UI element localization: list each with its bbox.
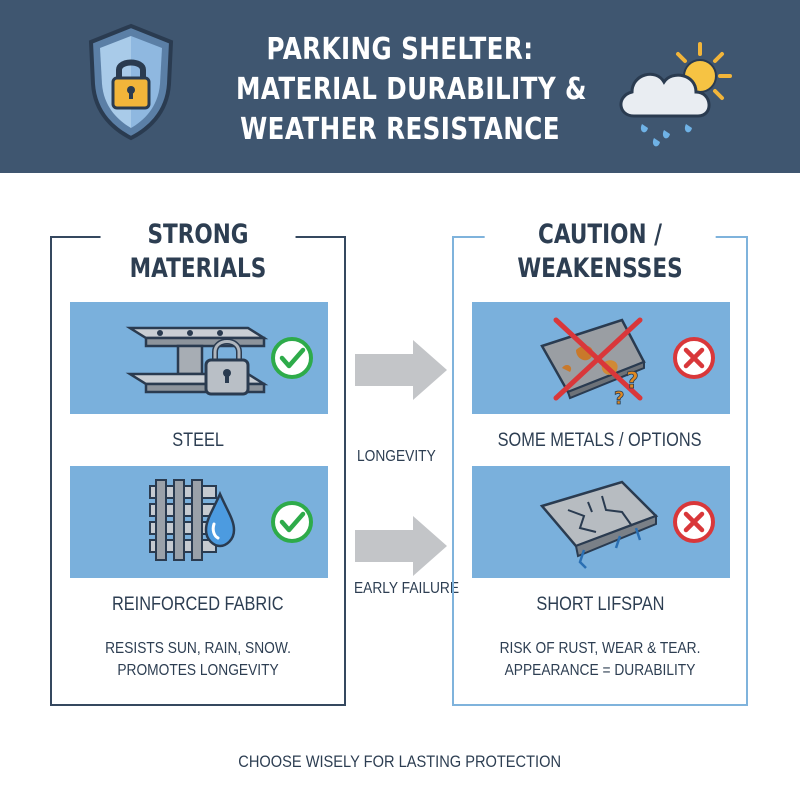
early-failure-label: EARLY FAILURE [354, 580, 460, 597]
caution-title-line-2: WEAKENSSES [517, 253, 683, 284]
lifespan-label: SHORT LIFSPAN [535, 594, 665, 615]
check-circle-icon [271, 337, 313, 379]
steel-card [70, 302, 328, 414]
x-circle-icon [673, 337, 715, 379]
rusted-metal-crossed-icon: ? ? [540, 317, 646, 409]
strong-panel-title: STRONG MATERIALS [100, 218, 296, 286]
steel-label: STEEL [172, 430, 224, 451]
cloud-sun-rain-icon [619, 42, 732, 147]
svg-text:?: ? [614, 388, 624, 409]
page-title: PARKING SHELTER: MATERIAL DURABILITY & W… [236, 30, 587, 150]
strong-desc-line-2: PROMOTES LONGEVITY [117, 662, 279, 679]
strong-desc-line-1: RESISTS SUN, RAIN, SNOW. [105, 640, 291, 657]
fabric-label: REINFORCED FABRIC [112, 594, 284, 615]
title-line-2: MATERIAL DURABILITY & [236, 72, 587, 107]
footer-tagline: CHOOSE WISELY FOR LASTING PROTECTION [238, 752, 562, 771]
woven-fabric-water-drop-icon [149, 479, 236, 561]
caution-panel-title: CAUTION / WEAKENSSES [484, 218, 716, 286]
arrow-right-icon [355, 516, 447, 576]
strong-description: RESISTS SUN, RAIN, SNOW. PROMOTES LONGEV… [52, 638, 344, 682]
metals-card: ? ? [472, 302, 730, 414]
caution-panel: CAUTION / WEAKENSSES ? ? SOME METALS / O… [452, 218, 748, 706]
caution-desc-line-1: RISK OF RUST, WEAR & TEAR. [499, 640, 701, 657]
check-circle-icon [271, 501, 313, 543]
strong-title-line-2: MATERIALS [129, 253, 267, 284]
caution-title-line-1: CAUTION / [537, 219, 663, 250]
cracked-panel-icon [539, 480, 659, 569]
longevity-label: LONGEVITY [357, 448, 436, 465]
fabric-card [70, 466, 328, 578]
metals-label: SOME METALS / OPTIONS [498, 430, 702, 451]
title-line-3: WEATHER RESISTANCE [240, 112, 560, 147]
svg-text:?: ? [626, 369, 639, 394]
arrow-right-icon [355, 340, 447, 400]
strong-title-line-1: STRONG [147, 219, 249, 250]
lifespan-card [472, 466, 730, 578]
strong-materials-panel: STRONG MATERIALS STEEL [50, 218, 346, 706]
caution-description: RISK OF RUST, WEAR & TEAR. APPEARANCE = … [454, 638, 746, 682]
shield-lock-icon [88, 23, 174, 141]
header-banner: PARKING SHELTER: MATERIAL DURABILITY & W… [0, 0, 800, 173]
caution-desc-line-2: APPEARANCE = DURABILITY [504, 662, 696, 679]
title-line-1: PARKING SHELTER: [266, 32, 534, 67]
x-circle-icon [673, 501, 715, 543]
steel-beam-lock-icon [125, 326, 269, 396]
